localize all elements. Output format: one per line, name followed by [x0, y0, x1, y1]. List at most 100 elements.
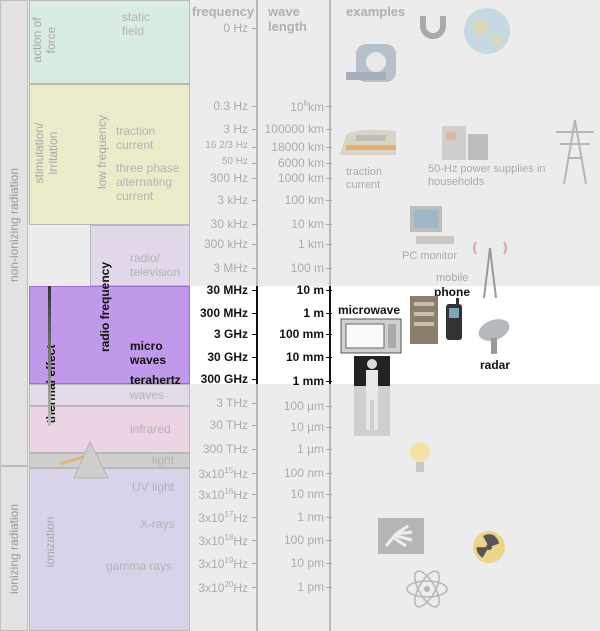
non-ionizing-bar: [0, 0, 28, 466]
ionization-box: [29, 468, 190, 631]
light-bulb-icon: [410, 442, 430, 472]
frequency-tick: [252, 290, 258, 291]
wavelength-label: 1 nm: [297, 510, 324, 524]
building-icon: [410, 296, 438, 344]
wavelength-tick: [326, 587, 332, 588]
thermal-effect-line: [48, 286, 51, 426]
header-wave-length: wave length: [268, 4, 307, 34]
wavelength-tick: [326, 381, 332, 382]
atom-icon: [406, 570, 448, 608]
frequency-label: 3 MHz: [213, 261, 248, 275]
wavelength-tick: [326, 494, 332, 495]
band-gamma-rays: gamma rays: [106, 559, 173, 573]
low-frequency-label: low frequency: [95, 114, 109, 190]
globe-icon: [464, 8, 510, 54]
frequency-label: 0 Hz: [223, 21, 248, 35]
frequency-tick: [252, 540, 258, 541]
frequency-tick: [252, 313, 258, 314]
wavelength-label: 106km: [290, 99, 324, 114]
wavelength-label: 100 km: [284, 193, 324, 207]
frequency-label: 300 kHz: [203, 237, 248, 251]
example-power-supplies: 50-Hz power supplies in households: [428, 163, 546, 188]
wavelength-label: 1 pm: [297, 580, 324, 594]
frequency-label: 16 2/3 Hz: [205, 140, 248, 151]
body-scan-icon: [354, 356, 390, 436]
mri-scanner-icon: [346, 44, 396, 82]
frequency-tick: [252, 244, 258, 245]
example-radar: radar: [480, 358, 511, 372]
wavelength-label: 10 µm: [290, 420, 324, 434]
frequency-label: 3x1018Hz: [198, 533, 248, 548]
wavelength-tick: [326, 290, 332, 291]
radiation-symbol-icon: [473, 531, 505, 563]
frequency-label: 0.3 Hz: [213, 99, 248, 113]
power-pylon-icon: [556, 119, 594, 185]
frequency-tick: [252, 200, 258, 201]
wavelength-label: 100 m: [290, 261, 324, 275]
household-appliances-icon: [442, 126, 488, 160]
frequency-label: 30 kHz: [210, 217, 248, 231]
band-radio-television: radio/ television: [130, 251, 181, 279]
frequency-tick: [252, 163, 258, 164]
band-micro-waves: micro waves: [130, 339, 167, 367]
band-light: light: [152, 453, 175, 467]
pc-monitor-icon: [410, 206, 454, 244]
wavelength-label: 1 km: [297, 237, 324, 251]
wavelength-tick: [326, 563, 332, 564]
train-icon: [340, 129, 396, 155]
wavelength-tick: [326, 449, 332, 450]
action-of-force-box: [29, 0, 190, 84]
radio-box: [90, 225, 190, 286]
frequency-tick: [252, 403, 258, 404]
frequency-axis-dark: [256, 286, 258, 384]
frequency-tick: [252, 425, 258, 426]
wavelength-label: 10 km: [291, 217, 324, 231]
wavelength-label: 18000 km: [271, 140, 324, 154]
wavelength-tick: [326, 517, 332, 518]
light-box: [29, 453, 190, 468]
frequency-tick: [252, 587, 258, 588]
band-uv-light: UV light: [132, 480, 175, 494]
frequency-tick: [252, 129, 258, 130]
frequency-tick: [252, 28, 258, 29]
frequency-tick: [252, 563, 258, 564]
microwave-oven-icon: [340, 318, 402, 354]
wavelength-tick: [326, 313, 332, 314]
ionization-label: ionization: [43, 516, 57, 568]
wavelength-tick: [326, 427, 332, 428]
frequency-label: 300 MHz: [199, 306, 248, 320]
example-pc-monitor: PC monitor: [402, 250, 458, 262]
wavelength-tick: [326, 334, 332, 335]
wavelength-label: 6000 km: [277, 156, 324, 170]
ionizing-label: ionizing radiation: [7, 503, 21, 595]
frequency-label: 3x1015Hz: [198, 466, 248, 481]
radio-frequency-label: radio frequency: [98, 261, 112, 353]
prism-icon: [60, 440, 109, 479]
example-mobile: mobile: [436, 272, 469, 284]
wavelength-label: 1 m: [303, 306, 324, 320]
wavelength-tick: [326, 406, 332, 407]
frequency-tick: [252, 334, 258, 335]
wavelength-tick: [326, 357, 332, 358]
frequency-label: 300 THz: [202, 442, 248, 456]
header-examples: examples: [346, 4, 406, 19]
wavelength-axis-dark: [329, 286, 331, 384]
stimulation-box: [29, 84, 190, 225]
frequency-label: 30 GHz: [207, 350, 248, 364]
wavelength-label: 10 m: [296, 283, 324, 297]
frequency-tick: [252, 268, 258, 269]
frequency-label: 3 kHz: [217, 193, 248, 207]
frequency-label: 3 THz: [216, 396, 248, 410]
wavelength-tick: [326, 473, 332, 474]
frequency-label: 3 Hz: [223, 122, 248, 136]
frequency-label: 3x1017Hz: [198, 510, 248, 525]
frequency-tick: [252, 224, 258, 225]
wavelength-label: 100 nm: [283, 466, 324, 480]
band-traction-current: traction current: [116, 124, 156, 152]
frequency-tick: [252, 147, 258, 148]
wavelength-tick: [326, 268, 332, 269]
frequency-tick: [252, 473, 258, 474]
frequency-label: 3x1019Hz: [198, 556, 248, 571]
wavelength-tick: [326, 147, 332, 148]
